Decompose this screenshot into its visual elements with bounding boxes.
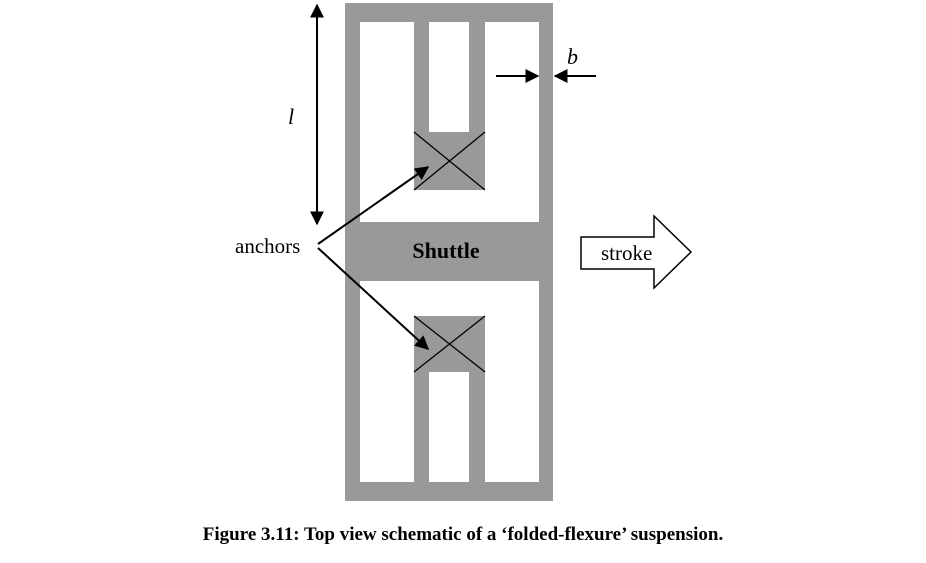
anchor-bottom [413, 315, 486, 373]
frame-cutouts [360, 22, 539, 482]
cutout-bottom-bar [360, 281, 539, 316]
cutout-top-bar [360, 190, 539, 222]
length-label: l [288, 104, 294, 129]
cutout-top-left [360, 22, 414, 222]
width-label: b [567, 44, 578, 69]
anchors-label: anchors [235, 234, 300, 258]
cutout-top-inner [429, 22, 469, 132]
cutout-top-right [485, 22, 539, 222]
anchor-arrow-bottom [317, 247, 430, 350]
anchor-arrow-top [317, 166, 430, 245]
anchor-top [413, 131, 486, 191]
stroke-label: stroke [601, 241, 652, 265]
cutout-bottom-inner [429, 372, 469, 482]
stroke-arrow [580, 214, 693, 290]
shuttle-label: Shuttle [412, 238, 479, 263]
figure-caption: Figure 3.11: Top view schematic of a ‘fo… [202, 524, 724, 545]
